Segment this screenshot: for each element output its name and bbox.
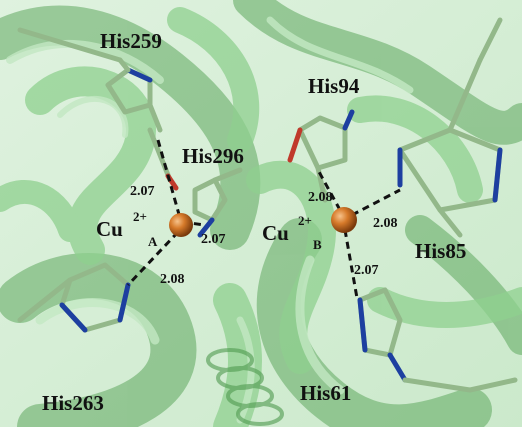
svg-text:Cu: Cu <box>96 217 123 241</box>
his263-sidechain <box>17 262 131 333</box>
distance-a-his296: 2.07 <box>201 232 226 247</box>
label-his94: His94 <box>308 74 360 98</box>
label-his61: His61 <box>300 381 351 405</box>
his94-sidechain <box>287 109 355 203</box>
distance-b-his61: 2.07 <box>354 263 379 278</box>
ribbon-highlights <box>6 16 414 424</box>
his85-sidechain <box>397 17 503 238</box>
his61-sidechain <box>357 287 518 393</box>
bond-a-his259 <box>156 139 182 219</box>
helix-coil <box>206 348 284 426</box>
distance-a-his259: 2.07 <box>130 184 155 199</box>
svg-text:Cu: Cu <box>262 221 289 245</box>
histidine-sticks <box>17 17 518 393</box>
his259-sidechain <box>17 27 179 191</box>
label-his296: His296 <box>182 144 244 168</box>
label-his263: His263 <box>42 391 104 415</box>
bond-b-his94 <box>316 169 342 211</box>
svg-text:2+: 2+ <box>298 213 312 228</box>
copper-ion-a <box>169 213 193 237</box>
label-ion-a: Cu 2+ A <box>96 209 158 249</box>
ribbon-mid-layer <box>0 7 522 427</box>
svg-text:A: A <box>148 234 158 249</box>
distance-a-his263: 2.08 <box>160 272 185 287</box>
label-his259: His259 <box>100 29 162 53</box>
svg-text:B: B <box>313 237 322 252</box>
label-ion-b: Cu 2+ B <box>262 213 322 252</box>
label-his85: His85 <box>415 239 466 263</box>
copper-ion-b <box>331 207 357 233</box>
distance-b-his85: 2.08 <box>373 216 398 231</box>
his296-sidechain <box>192 167 243 238</box>
distance-b-his94: 2.08 <box>308 190 333 205</box>
bond-a-his263 <box>126 230 180 287</box>
bond-b-his85 <box>351 188 401 217</box>
svg-text:2+: 2+ <box>133 209 147 224</box>
